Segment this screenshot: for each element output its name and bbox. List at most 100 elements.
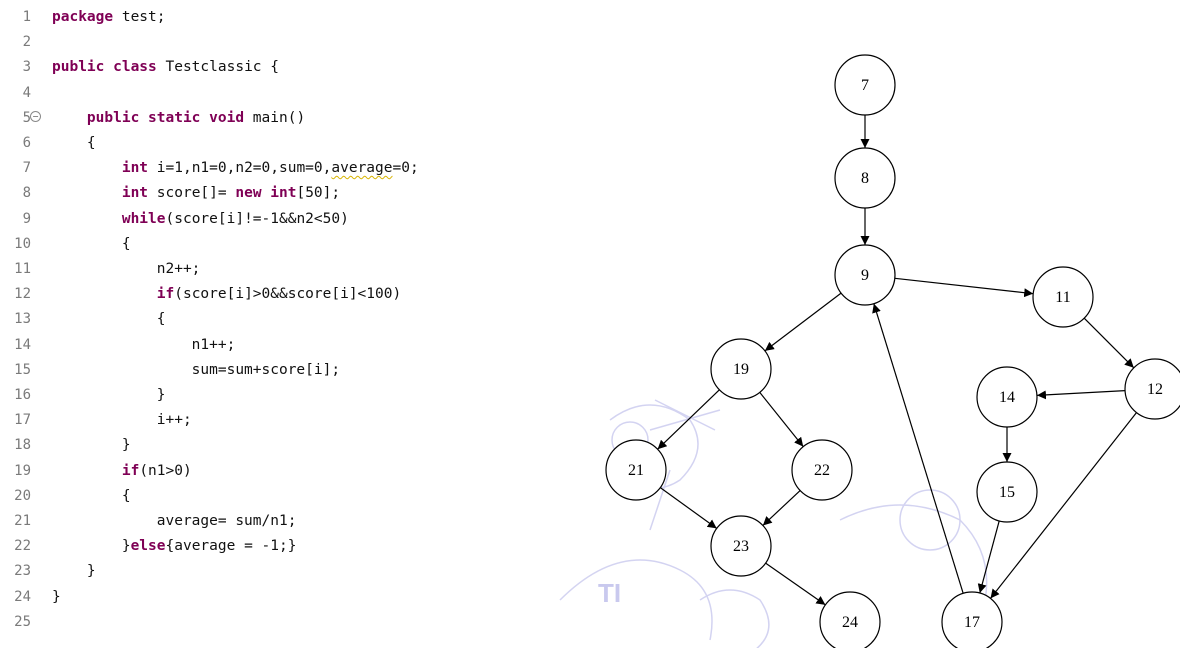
node-label: 9 (861, 267, 869, 284)
node-label: 22 (814, 462, 830, 479)
node-22: 22 (791, 439, 853, 501)
node-label: 14 (999, 389, 1015, 406)
code-line: 6 { (0, 131, 640, 155)
code-text: { (52, 135, 96, 151)
node-11: 11 (1032, 266, 1094, 328)
code-line: 11 n2++; (0, 257, 640, 281)
line-number: 10 (14, 235, 31, 252)
line-number: 5 (22, 109, 31, 126)
line-number: 9 (22, 210, 31, 227)
line-number: 12 (14, 286, 31, 303)
node-label: 21 (628, 462, 644, 479)
code-line: 12 if(score[i]>0&&score[i]<100) (0, 282, 640, 306)
code-line: 20 { (0, 484, 640, 508)
node-circle (819, 591, 881, 648)
code-text: }else{average = -1;} (52, 538, 297, 555)
edge-17-9 (872, 303, 964, 594)
code-text: int score[]= new int[50]; (121, 185, 341, 202)
line-number: 19 (14, 462, 31, 479)
code-line: 10 { (0, 232, 640, 256)
code-text: n2++; (52, 261, 201, 277)
node-24: 24 (819, 591, 881, 648)
code-line: 24} (0, 585, 640, 609)
code-line: 7 int i=1,n1=0,n2=0,sum=0,average=0; (0, 156, 640, 180)
code-text: { (52, 487, 131, 504)
edge-12-17 (990, 412, 1137, 599)
code-text: public static void main() (86, 109, 306, 126)
code-line: 9 while(score[i]!=-1&&n2<50) (0, 207, 640, 231)
node-circle (791, 439, 853, 501)
node-circle (1124, 358, 1180, 420)
node-label: 7 (861, 77, 869, 94)
node-label: 8 (861, 170, 869, 187)
code-line: 21 average= sum/n1; (0, 509, 640, 533)
node-circle (834, 54, 896, 116)
line-number: 23 (14, 563, 31, 580)
node-circle (834, 147, 896, 209)
line-number: 20 (14, 487, 31, 504)
node-17: 17 (941, 591, 1003, 648)
node-label: 23 (733, 538, 749, 555)
code-text: i++; (52, 412, 192, 429)
node-circle (710, 338, 772, 400)
node-15: 15 (976, 461, 1038, 523)
code-text: sum=sum+score[i]; (52, 361, 341, 378)
code-line: 17 i++; (0, 408, 640, 432)
code-line: 13 { (0, 307, 640, 331)
code-text: if(score[i]>0&&score[i]<100) (156, 286, 402, 303)
code-text: average= sum/n1; (52, 513, 297, 529)
edge-19-22 (759, 392, 804, 447)
edge-12-14 (1036, 390, 1126, 400)
line-number: 25 (14, 613, 31, 630)
line-number: 1 (22, 9, 31, 25)
line-number: 16 (14, 387, 31, 403)
watermark-emblem (559, 399, 988, 648)
code-text: { (52, 311, 166, 328)
line-number: 24 (14, 588, 31, 605)
line-number: 22 (14, 538, 31, 555)
node-label: 11 (1055, 289, 1070, 306)
node-circle (1032, 266, 1094, 328)
watermark-text: TI (598, 578, 621, 608)
node-label: 24 (842, 614, 858, 631)
edge-21-23 (659, 487, 718, 529)
node-circle (834, 244, 896, 306)
code-line: 15 sum=sum+score[i]; (0, 358, 640, 382)
fold-toggle-icon[interactable]: − (30, 110, 41, 122)
edge-15-17 (977, 520, 1000, 594)
code-text: } (52, 588, 61, 605)
code-line: 14 n1++; (0, 333, 640, 357)
edge-22-23 (762, 490, 801, 526)
node-14: 14 (976, 366, 1038, 428)
node-label: 15 (999, 484, 1015, 501)
line-number: 3 (22, 59, 31, 76)
edge-11-12 (1083, 317, 1135, 369)
node-label: 12 (1147, 381, 1163, 398)
code-text: } (52, 563, 96, 580)
line-number: 4 (22, 84, 31, 101)
node-circle (976, 366, 1038, 428)
code-line: 18 } (0, 433, 640, 457)
code-text: } (52, 387, 166, 403)
code-text: while(score[i]!=-1&&n2<50) (121, 210, 349, 227)
code-text: if(n1>0) (121, 462, 192, 479)
node-circle (710, 515, 772, 577)
node-circle (941, 591, 1003, 648)
line-number: 13 (14, 311, 31, 328)
code-line: 22 }else{average = -1;} (0, 534, 640, 558)
node-circle (605, 439, 667, 501)
edge-9-19 (764, 292, 842, 352)
code-text: n1++; (52, 336, 236, 353)
node-21: 21 (605, 439, 667, 501)
edge-23-24 (765, 562, 826, 606)
line-number: 18 (14, 437, 31, 454)
code-text: int i=1,n1=0,n2=0,sum=0,average=0; (121, 160, 419, 177)
edge-19-21 (657, 389, 720, 450)
node-9: 9 (834, 244, 896, 306)
node-8: 8 (834, 147, 896, 209)
code-line: 4 (0, 81, 640, 105)
code-text: { (52, 235, 131, 252)
